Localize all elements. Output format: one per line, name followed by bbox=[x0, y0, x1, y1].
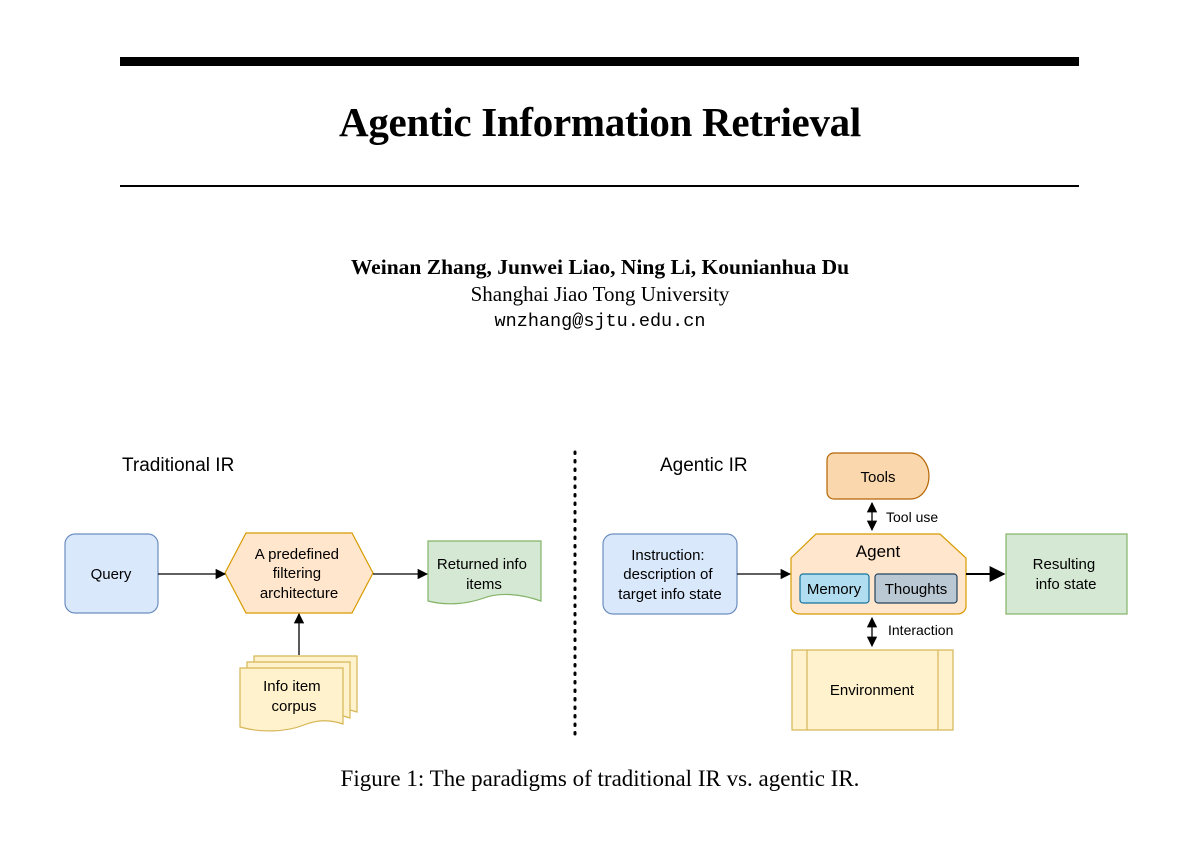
filter-node: A predefined filtering architecture bbox=[224, 532, 374, 614]
top-rule bbox=[120, 57, 1079, 66]
corpus-node: Info item corpus bbox=[239, 655, 358, 732]
figure-caption: Figure 1: The paradigms of traditional I… bbox=[340, 766, 860, 791]
agent-label: Agent bbox=[856, 542, 901, 561]
thoughts-label: Thoughts bbox=[885, 581, 948, 598]
memory-label: Memory bbox=[807, 581, 862, 598]
tool-use-label: Tool use bbox=[886, 509, 938, 525]
thoughts-node: Thoughts bbox=[874, 573, 958, 604]
query-label: Query bbox=[91, 566, 132, 583]
environment-label: Environment bbox=[830, 682, 915, 699]
returned-items-node: Returned info items bbox=[427, 540, 542, 605]
interaction-label: Interaction bbox=[888, 622, 953, 638]
corpus-label: Info item corpus bbox=[263, 678, 325, 715]
memory-node: Memory bbox=[799, 573, 870, 604]
agentic-heading: Agentic IR bbox=[660, 455, 748, 476]
affiliation: Shanghai Jiao Tong University bbox=[470, 282, 730, 306]
tools-node: Tools bbox=[826, 452, 930, 500]
instruction-label: Instruction: description of target info … bbox=[618, 547, 721, 603]
filter-label: A predefined filtering architecture bbox=[255, 546, 343, 602]
author-list: Weinan Zhang, Junwei Liao, Ning Li, Koun… bbox=[350, 255, 850, 279]
paper-title: Agentic Information Retrieval bbox=[339, 99, 861, 145]
tools-label: Tools bbox=[860, 469, 895, 486]
agent-node: Agent Memory Thoughts bbox=[790, 533, 967, 615]
instruction-node: Instruction: description of target info … bbox=[602, 533, 738, 615]
traditional-heading: Traditional IR bbox=[122, 455, 234, 476]
title-bottom-rule bbox=[120, 185, 1079, 187]
resulting-state-label: Resulting info state bbox=[1033, 556, 1100, 593]
returned-items-label: Returned info items bbox=[437, 556, 531, 593]
author-email: wnzhang@sjtu.edu.cn bbox=[494, 311, 706, 332]
query-node: Query bbox=[64, 533, 159, 614]
resulting-state-node: Resulting info state bbox=[1005, 533, 1128, 615]
environment-node: Environment bbox=[791, 649, 954, 731]
